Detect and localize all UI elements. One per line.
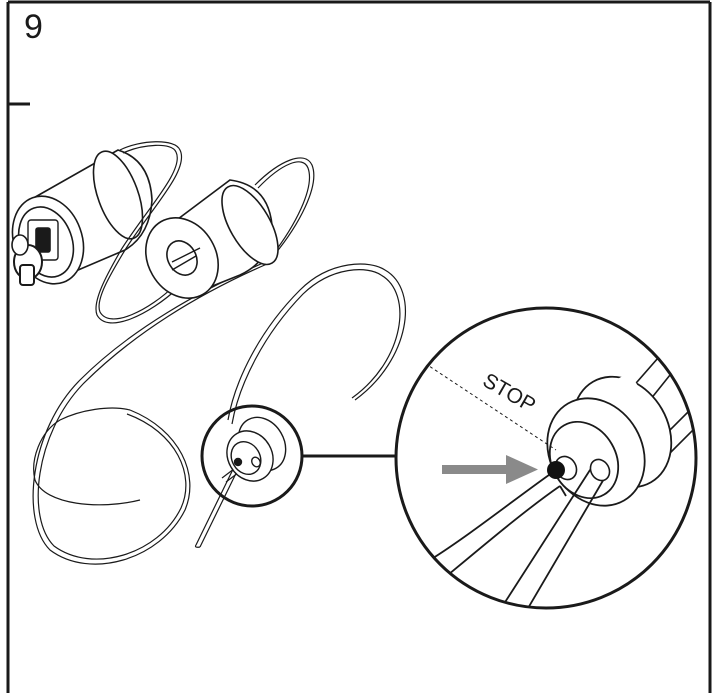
magnifier-circle	[394, 306, 698, 610]
step-number: 9	[24, 8, 43, 46]
arrow-right-icon	[442, 455, 538, 484]
sleeve-cylinder	[145, 179, 279, 299]
heater-unit-illustration	[11, 149, 153, 286]
magnified-detail: STOP	[396, 308, 696, 608]
stop-dot-icon	[547, 461, 565, 479]
panel-border	[6, 0, 712, 693]
small-connector	[226, 416, 287, 482]
cable-loops	[32, 141, 406, 565]
